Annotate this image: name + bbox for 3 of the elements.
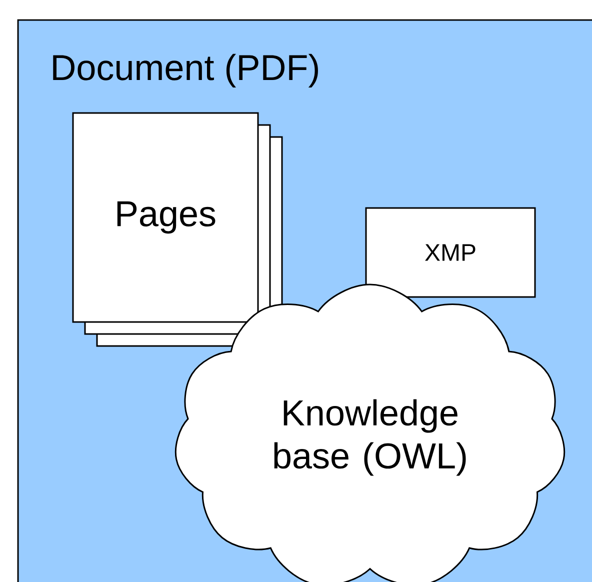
text-box: XMP bbox=[365, 207, 536, 298]
page-stack: Pages bbox=[72, 112, 283, 347]
node-label: Knowledge base (OWL) bbox=[274, 399, 466, 476]
